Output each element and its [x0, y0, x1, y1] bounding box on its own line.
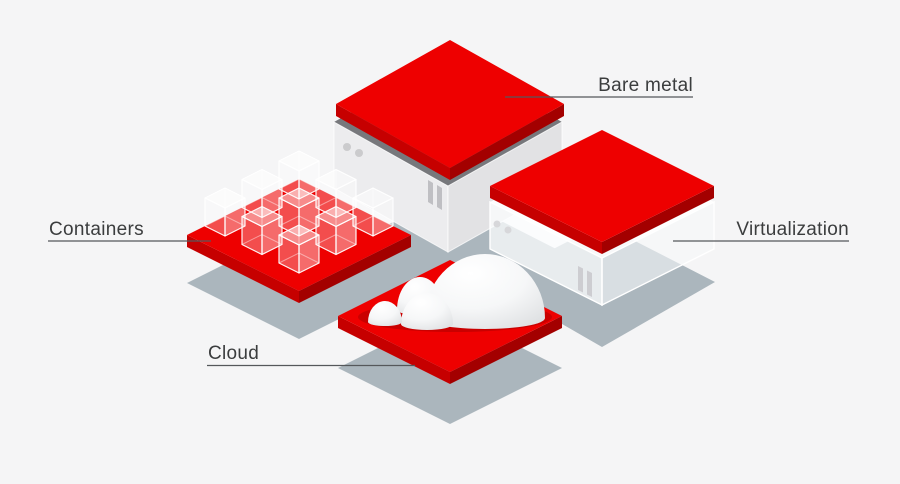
cloud-dome-mid [401, 293, 453, 330]
virtualization-led-dot [504, 226, 512, 234]
label-containers: Containers [48, 219, 211, 242]
container-cube [278, 224, 320, 274]
bare-metal-vent-slot [437, 185, 442, 210]
containers-slab-left-edge [187, 235, 299, 303]
containers-label: Containers [49, 219, 144, 240]
bare-metal-led-dot [343, 143, 351, 151]
cloud-label: Cloud [208, 343, 259, 364]
cloud-dome-small [368, 301, 402, 326]
bare-metal-slab-top [336, 40, 564, 168]
virtualization-led-dot [493, 220, 501, 228]
bare-metal-vent-slot [428, 180, 433, 205]
bare-metal-label: Bare metal [598, 75, 693, 96]
cloud-dome-large [425, 254, 545, 329]
virtualization-slab-right-edge [602, 186, 714, 254]
cloud-slab-left-edge [338, 316, 450, 384]
container-cube [241, 168, 283, 219]
virtualization-label: Virtualization [736, 219, 849, 240]
containers-platform [187, 150, 411, 303]
cloud-platform [338, 254, 562, 384]
container-cube [241, 205, 283, 256]
virtualization-slab-left-edge [490, 186, 602, 254]
containers-slab-right-edge [299, 235, 411, 303]
virtualization-vent-slot [578, 266, 583, 293]
bare-metal-led-dot [355, 149, 363, 157]
container-cube [315, 168, 357, 219]
label-bare-metal: Bare metal [505, 75, 693, 98]
cloud-shape [368, 254, 545, 330]
labels: Bare metal Virtualization Containers Clo… [48, 75, 849, 367]
label-virtualization: Virtualization [673, 219, 849, 242]
container-cube [278, 150, 320, 200]
container-cube [278, 187, 320, 237]
virtualization-platform [489, 130, 715, 307]
container-cube [315, 205, 357, 256]
virtualization-vent-slot [587, 270, 592, 297]
bare-metal-slab-right-edge [450, 104, 564, 180]
bare-metal-slab-left-edge [336, 104, 450, 180]
container-cube [204, 187, 246, 237]
container-cubes [204, 150, 394, 274]
cloud-slab-right-edge [450, 316, 562, 384]
virtualization-slab-top [490, 130, 714, 242]
label-cloud: Cloud [207, 343, 415, 367]
container-cube [352, 187, 394, 237]
virtualization-box-right-face [601, 200, 715, 307]
